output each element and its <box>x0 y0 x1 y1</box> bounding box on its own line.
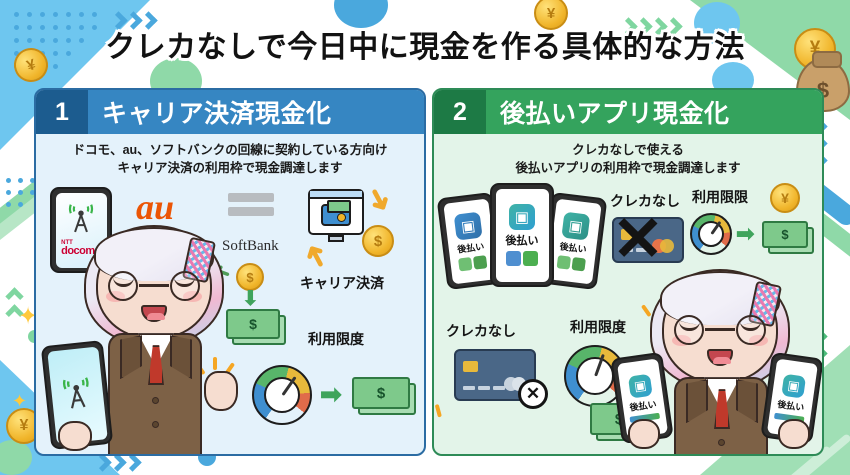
page-title: クレカなしで今日中に現金を作る具体的な方法 <box>105 31 745 64</box>
sparkle-icon-left: ✦ <box>18 303 39 330</box>
gauge-meter-icon <box>252 365 312 426</box>
character-illustration-left <box>40 225 264 454</box>
carrier-payment-screen-icon <box>308 189 364 236</box>
panel-1-subtitle-line1: ドコモ、au、ソフトバンクの回線に契約している方向け <box>72 143 388 157</box>
x-circle-icon-bottom: ✕ <box>518 379 548 410</box>
panel-2-subtitle: クレカなしで使える 後払いアプリの利用枠で現金調達します <box>434 134 822 181</box>
no-credit-card-label-bottom: クレカなし <box>446 323 516 340</box>
panel-1-subtitle-line2: キャリア決済の利用枠で現金調達します <box>117 161 343 176</box>
no-credit-card-label-top: クレカなし <box>610 193 680 210</box>
green-blob-bottomleft <box>0 440 32 475</box>
wallet-icon <box>321 200 351 227</box>
panel-carrier-payment: 1 キャリア決済現金化 ドコモ、au、ソフトバンクの回線に契約している方向け キ… <box>34 88 426 456</box>
coin-icon-limit-top: ¥ <box>770 183 800 214</box>
softbank-mark-icon <box>228 193 274 217</box>
store-badges-left <box>457 254 488 272</box>
card-chip-icon-top <box>621 229 636 241</box>
screen-stand-icon <box>328 235 344 243</box>
character-2-eye-right <box>740 321 761 332</box>
credit-card-icon-top <box>612 217 684 264</box>
character-2-suit-button-1 <box>718 439 725 447</box>
blue-blob-topright <box>694 2 740 44</box>
card-brand-mark-top <box>652 239 674 254</box>
sparkle-icon-left-2: ✦ <box>12 391 28 411</box>
panel-2-body: ▣ 後払い ▣ 後払い ▣ <box>434 181 822 454</box>
character-2-mouth <box>707 349 733 367</box>
character-hand-left <box>58 421 92 452</box>
coin-icon-title: ¥ <box>534 0 568 30</box>
store-badges-center <box>506 251 538 267</box>
chevron-right-group-bottom <box>93 453 156 472</box>
card-lines-bottom <box>463 386 505 391</box>
character-suit-button-1 <box>152 397 159 405</box>
parcel-box-icon-left: ▣ <box>453 211 483 241</box>
antenna-tower-icon <box>68 204 94 233</box>
character-illustration-right: ▣ 後払い ▣ 後払い <box>610 269 822 454</box>
parcel-box-icon-held-left: ▣ <box>627 373 653 399</box>
usage-limit-label: 利用限度 <box>308 331 364 348</box>
coin-icon-carrier: $ <box>362 225 394 258</box>
softbank-logo: SoftBank <box>222 238 279 255</box>
panel-1-body: NTT docomo au NTT docomo SoftBank <box>36 181 424 454</box>
character-hand-right-pointing <box>204 371 238 412</box>
docomo-logo-text: docomo <box>61 245 101 258</box>
card-chip-icon-bottom <box>463 361 478 373</box>
panel-2-subtitle-line2: 後払いアプリの利用枠で現金調達します <box>515 161 741 176</box>
character-2-hand-left <box>628 419 660 450</box>
panel-2-subtitle-line1: クレカなしで使える <box>572 143 684 157</box>
coin-icon-to-bills: $ <box>236 263 264 292</box>
arrow-right-icon-panel1: ➡ <box>320 379 342 410</box>
character-2-eye-left <box>679 321 700 332</box>
character-mouth <box>141 305 167 323</box>
usage-limit-label-top: 利用限限 <box>692 189 748 206</box>
arrow-down-icon: ⬇ <box>242 288 259 311</box>
docomo-logo-on-phone: NTT docomo <box>61 240 101 257</box>
panel-2-heading: 後払いアプリ現金化 <box>486 90 822 134</box>
arrow-right-icon-top: ➡ <box>736 221 755 247</box>
parcel-box-icon-held-right: ▣ <box>781 373 807 399</box>
bills-icon-top: $ <box>762 221 814 255</box>
payletter-app-label-left: 後払い <box>456 241 485 255</box>
payletter-app-phone-center: ▣ 後払い <box>490 183 554 288</box>
antenna-tower-icon-held <box>63 377 89 409</box>
carrier-payment-label: キャリア決済 <box>300 275 384 292</box>
gauge-meter-icon-top <box>690 213 732 256</box>
panel-payletter-app: 2 後払いアプリ現金化 クレカなしで使える 後払いアプリの利用枠で現金調達します… <box>432 88 824 456</box>
store-badges-right <box>556 254 587 272</box>
usage-limit-label-bottom: 利用限度 <box>570 319 626 336</box>
title-container: クレカなしで今日中に現金を作る具体的な方法 <box>0 22 850 66</box>
curve-arrow-up-icon: ➜ <box>295 237 337 276</box>
curve-arrow-down-icon: ➜ <box>358 181 400 219</box>
x-mark-icon-top: ✕ <box>612 205 664 275</box>
panel-2-header: 2 後払いアプリ現金化 <box>434 90 822 134</box>
character-eye-left <box>113 277 134 288</box>
character-eye-right <box>174 277 195 288</box>
character-glasses-icon <box>108 271 200 302</box>
payletter-app-label-right: 後払い <box>559 241 588 255</box>
payletter-label-held-right: 後払い <box>776 399 805 414</box>
panel-2-number-badge: 2 <box>434 90 486 134</box>
card-lines-top <box>621 248 648 253</box>
parcel-box-icon-center: ▣ <box>509 204 535 231</box>
au-logo: au <box>136 187 175 228</box>
payletter-label-held-left: 後払い <box>629 399 658 414</box>
panel-1-number-badge: 1 <box>36 90 88 134</box>
docomo-logo-superscript: NTT <box>61 240 73 247</box>
payletter-app-label-center: 後払い <box>505 235 539 248</box>
character-2-hand-right <box>778 419 810 450</box>
character-suit-button-2 <box>152 421 159 429</box>
character-held-phone <box>40 340 114 451</box>
bills-icon-result: $ <box>352 377 416 416</box>
panel-1-subtitle: ドコモ、au、ソフトバンクの回線に契約している方向け キャリア決済の利用枠で現金… <box>36 134 424 181</box>
parcel-box-icon-right: ▣ <box>561 211 591 241</box>
panel-1-header: 1 キャリア決済現金化 <box>36 90 424 134</box>
panel-1-heading: キャリア決済現金化 <box>88 90 424 134</box>
